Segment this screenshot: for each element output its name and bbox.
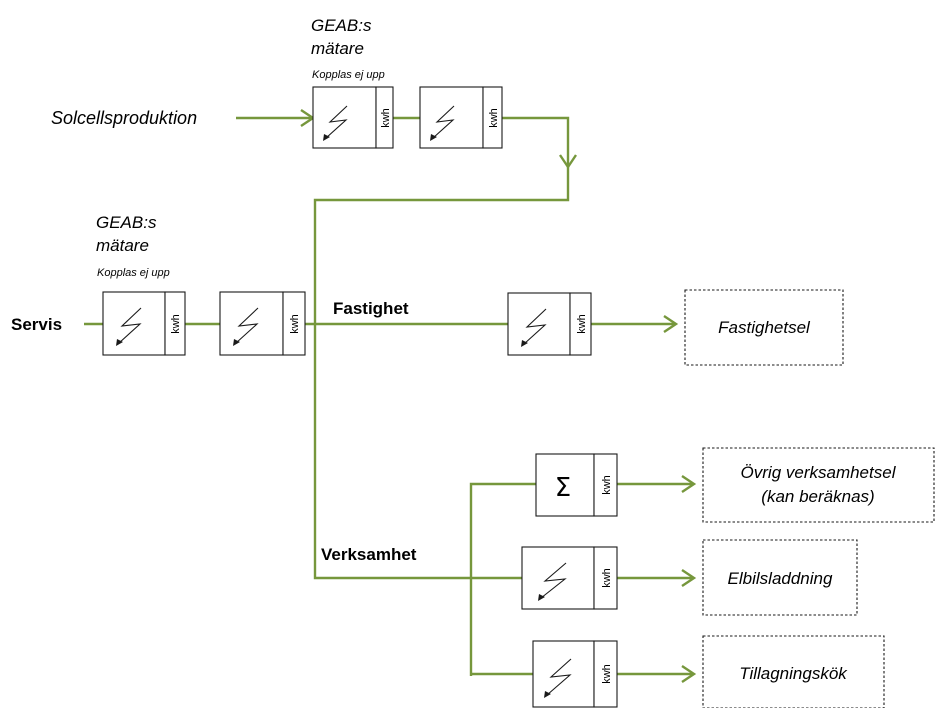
meter-unit-label: kwh: [576, 314, 588, 334]
lightning-arrow-icon: [233, 307, 259, 346]
meter-group-top-line1: GEAB:s: [311, 16, 372, 35]
meter-unit-label: kwh: [488, 108, 500, 128]
lightning-arrow-icon: [430, 105, 455, 141]
lightning-arrow-icon: [521, 308, 547, 347]
meter-unit-label: kwh: [380, 108, 392, 128]
ev-arrow-chevron: [681, 569, 697, 587]
meter-service-1: kwh: [102, 291, 186, 356]
meter-group-left-line1: GEAB:s: [96, 213, 157, 232]
other-business-arrow-chevron: [681, 475, 697, 493]
lightning-arrow-icon: [538, 562, 567, 601]
destination-ev-charging-label: Elbilsladdning: [728, 569, 833, 588]
kitchen-arrow-chevron: [681, 665, 697, 683]
lightning-arrow-icon: [116, 307, 142, 346]
branch-business-label: Verksamhet: [321, 545, 417, 564]
destination-property: Fastighetsel: [684, 289, 844, 366]
destination-ev-charging: Elbilsladdning: [702, 539, 858, 616]
destination-property-label: Fastighetsel: [718, 318, 811, 337]
meter-group-top-heading: GEAB:s mätare Kopplas ej upp: [311, 16, 385, 81]
meter-unit-label: kwh: [289, 314, 301, 334]
lightning-arrow-icon: [323, 105, 348, 141]
property-arrow-chevron: [663, 315, 679, 333]
meter-group-left-line2: mätare: [96, 236, 149, 255]
meter-unit-label: kwh: [170, 314, 182, 334]
solar-to-bus-line: [313, 116, 570, 580]
meter-group-top-note: Kopplas ej upp: [312, 69, 385, 81]
flow-lines: [84, 109, 697, 683]
meter-service-2: kwh: [219, 291, 306, 356]
solar-source-label: Solcellsproduktion: [51, 108, 197, 128]
lightning-arrow-icon: [544, 658, 572, 698]
destination-kitchen: Tillagningskök: [702, 635, 885, 708]
meter-group-left-note: Kopplas ej upp: [97, 267, 170, 279]
meter-other-business: Σ kwh: [535, 453, 618, 517]
meter-property: kwh: [507, 292, 592, 356]
sigma-icon: Σ: [555, 473, 571, 503]
meter-ev-charging: kwh: [521, 546, 618, 610]
service-source-label: Servis: [11, 315, 62, 334]
meter-unit-label: kwh: [601, 475, 613, 495]
meter-unit-label: kwh: [601, 568, 613, 588]
meter-group-left-heading: GEAB:s mätare Kopplas ej upp: [96, 213, 170, 279]
meter-kitchen: kwh: [532, 640, 618, 708]
meter-solar-1: kwh: [312, 86, 394, 149]
destination-other-business-line2: (kan beräknas): [761, 487, 874, 506]
business-vertical-line: [469, 482, 536, 676]
meter-unit-label: kwh: [601, 664, 613, 684]
branch-property-label: Fastighet: [333, 299, 409, 318]
meter-group-top-line2: mätare: [311, 39, 364, 58]
solar-down-chevron: [559, 154, 577, 170]
destination-other-business-line1: Övrig verksamhetsel: [741, 463, 897, 482]
meter-solar-2: kwh: [419, 86, 503, 149]
destination-kitchen-label: Tillagningskök: [739, 664, 848, 683]
destination-other-business: Övrig verksamhetsel (kan beräknas): [702, 447, 935, 523]
